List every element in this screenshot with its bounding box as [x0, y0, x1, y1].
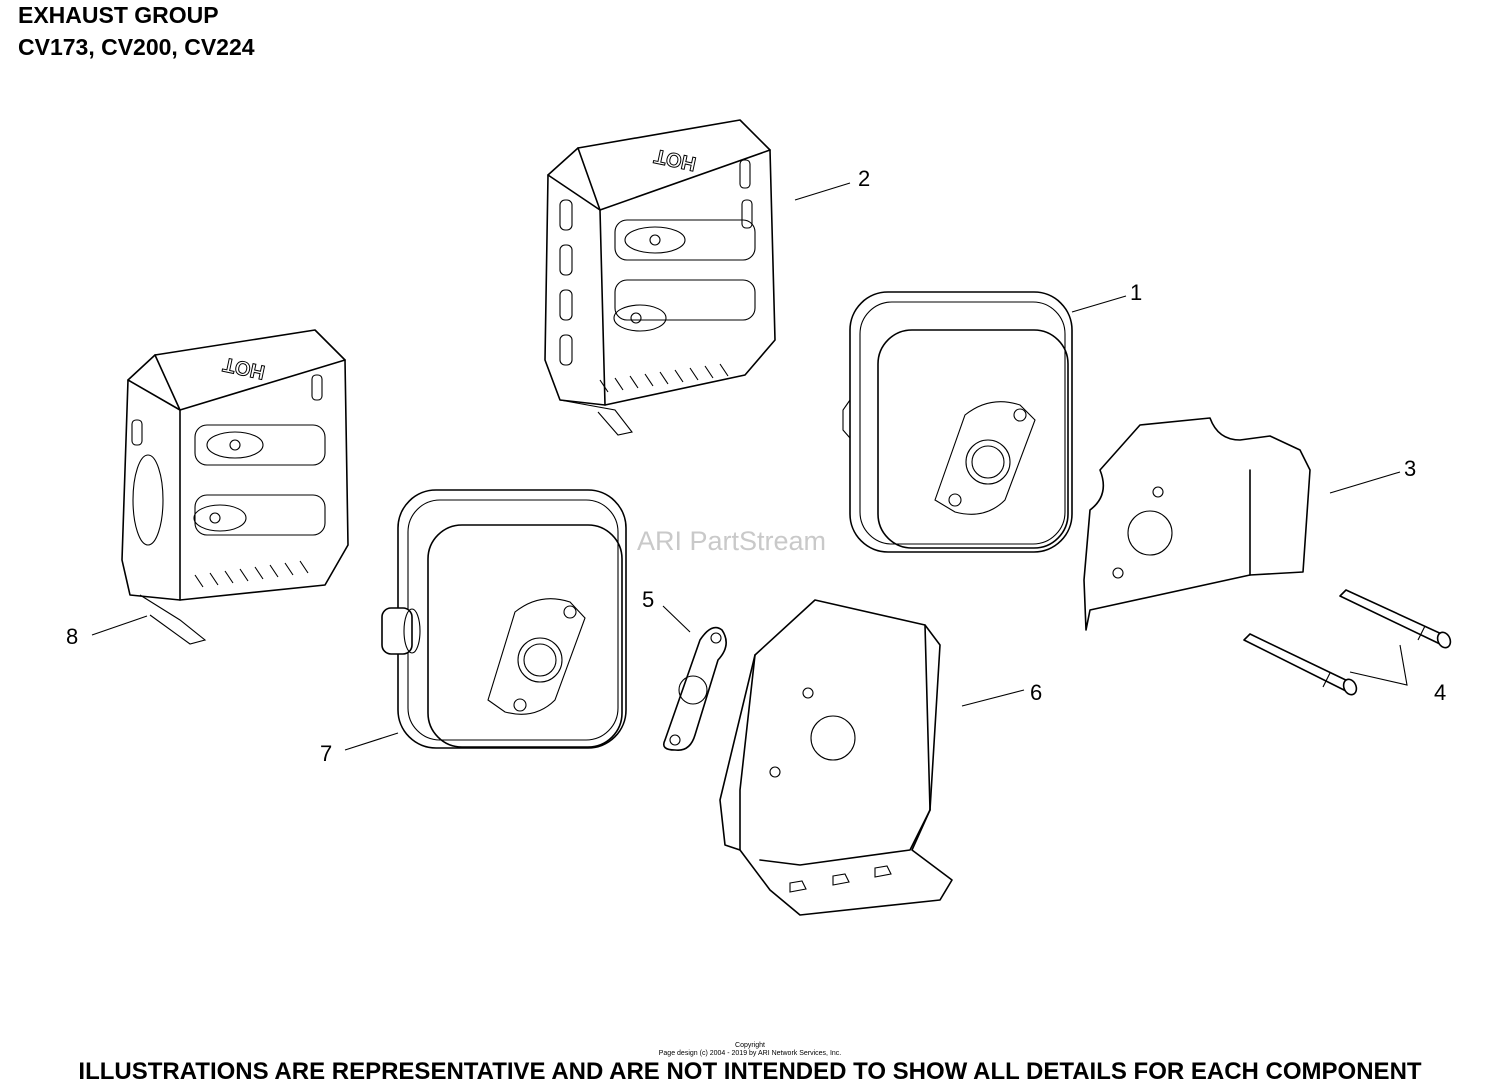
copyright-label: Copyright — [735, 1042, 765, 1049]
callout-6: 6 — [1030, 680, 1042, 705]
watermark-text: ARI PartStream — [637, 526, 826, 556]
heat-shield-left[interactable]: HOT — [121, 329, 349, 645]
callout-4: 4 — [1434, 680, 1446, 705]
callout-8: 8 — [66, 624, 78, 649]
exhaust-deflector-front[interactable] — [719, 599, 953, 916]
diagram-title: EXHAUST GROUP — [18, 2, 219, 28]
callout-1: 1 — [1130, 280, 1142, 305]
leader-line-4 — [1349, 644, 1408, 686]
leader-line-2 — [794, 182, 851, 201]
exhaust-gasket[interactable] — [662, 626, 727, 752]
callout-7: 7 — [320, 741, 332, 766]
leader-line-3 — [1329, 471, 1401, 494]
exhaust-deflector-rear[interactable] — [1083, 417, 1311, 631]
leader-line-5 — [662, 605, 691, 633]
leader-line-6 — [961, 689, 1025, 707]
callout-5: 5 — [642, 587, 654, 612]
callout-3: 3 — [1404, 456, 1416, 481]
muffler-right[interactable] — [842, 291, 1073, 553]
disclaimer-text: ILLUSTRATIONS ARE REPRESENTATIVE AND ARE… — [78, 1058, 1422, 1085]
copyright-text: Page design (c) 2004 - 2019 by ARI Netwo… — [658, 1050, 842, 1057]
mounting-screws[interactable] — [1243, 589, 1453, 697]
heat-shield-upper[interactable]: HOT — [544, 119, 776, 436]
leader-line-7 — [344, 732, 399, 751]
model-list: CV173, CV200, CV224 — [18, 34, 255, 60]
muffler-left[interactable] — [381, 489, 627, 749]
leader-line-8 — [91, 615, 148, 636]
leader-line-1 — [1071, 295, 1127, 313]
callout-2: 2 — [858, 166, 870, 191]
